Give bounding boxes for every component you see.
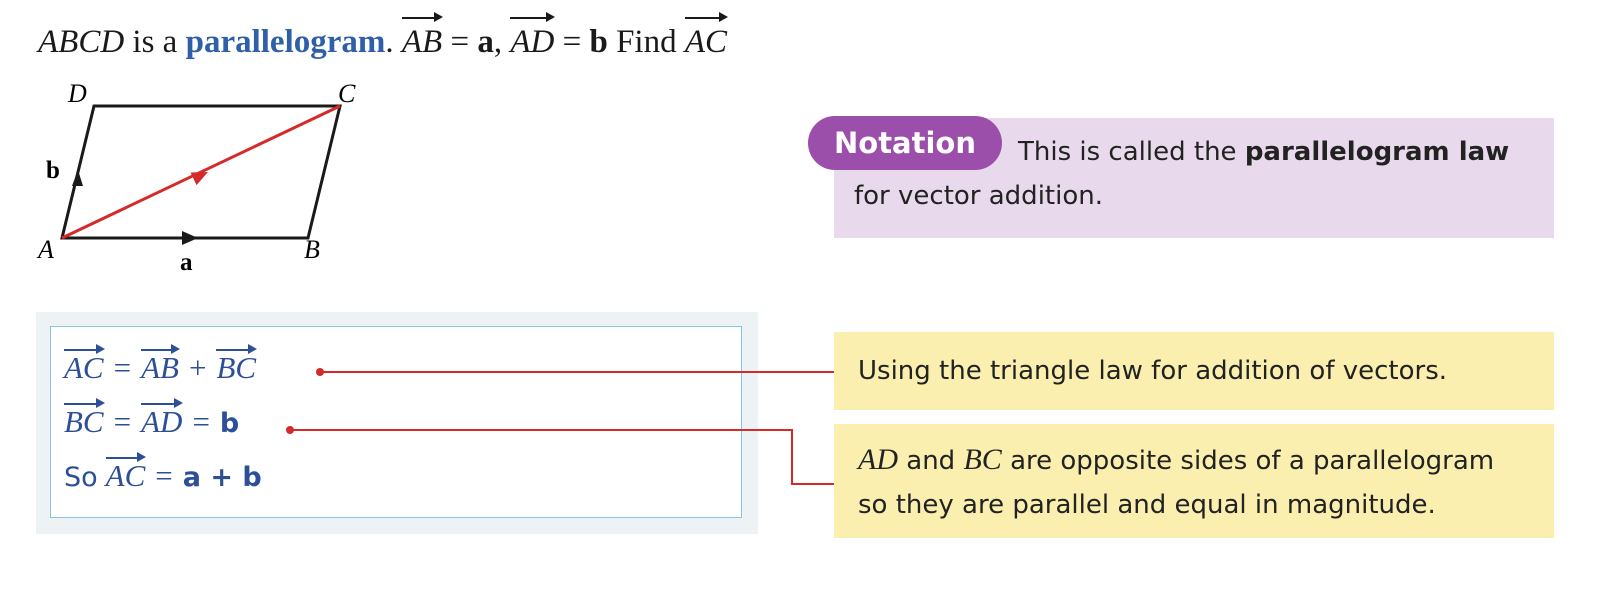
connector-line-2 (290, 429, 834, 485)
question-text: ABCD is a parallelogram. AB = a, AD = b … (38, 12, 729, 68)
working-frame (50, 326, 742, 518)
label-d-vertex: D (67, 79, 87, 108)
equals-sign: = (562, 24, 582, 60)
vector-ab: AB (401, 12, 444, 68)
arrow-a-icon (182, 231, 198, 245)
label-vector-a: a (180, 249, 193, 276)
notation-text-before: This is called the (1018, 137, 1237, 167)
label-vector-b: b (46, 157, 60, 184)
vector-ad: AD (141, 398, 184, 442)
notation-text: This is called the parallelogram law for… (854, 130, 1534, 218)
vector-bc: BC (216, 344, 257, 388)
vector-ac: AC (105, 452, 146, 496)
period: . (385, 24, 394, 60)
working-line-2: BC=AD=b (64, 398, 240, 444)
shape-name: ABCD (38, 24, 125, 60)
equals-sign: = (155, 458, 173, 493)
diagonal-arrow-icon (190, 172, 208, 186)
vector-ab: AB (141, 344, 180, 388)
parallelogram-diagram: A B C D a b (36, 79, 356, 276)
vector-ac: AC (64, 344, 105, 388)
note-opposite-sides: AD and BC are opposite sides of a parall… (834, 424, 1554, 538)
working-line-1: AC= AB+ BC (64, 344, 257, 388)
label-c-vertex: C (338, 79, 356, 108)
keyword-parallelogram[interactable]: parallelogram (185, 24, 386, 60)
equals-sign: = (450, 24, 470, 60)
equals-sign: = (113, 404, 132, 439)
comma: , (493, 24, 503, 60)
notation-tag: Notation (808, 116, 1002, 170)
so-word: So (64, 462, 98, 493)
equals-sign: = (192, 404, 210, 439)
note2-text-2: so they are parallel and equal in magnit… (858, 490, 1436, 520)
vector-b-result: b (219, 408, 240, 439)
and-word: and (906, 446, 956, 476)
note2-text-1: are opposite sides of a parallelogram (1010, 446, 1495, 476)
label-b-vertex: B (304, 235, 320, 264)
find-text: Find (616, 24, 677, 60)
notation-text-after: for vector addition. (854, 181, 1103, 211)
is-a-text: is a (132, 24, 178, 60)
plus-sign: + (188, 350, 207, 385)
vector-b-symbol: b (589, 24, 608, 60)
result-a-plus-b: a + b (182, 462, 262, 493)
side-ad: AD (858, 443, 898, 476)
vector-ac: AC (684, 12, 729, 68)
vector-ad: AD (510, 12, 556, 68)
arrow-b-icon (72, 170, 83, 186)
vector-a-symbol: a (477, 24, 494, 60)
label-a-vertex: A (36, 235, 54, 264)
diagonal-ac (61, 104, 341, 240)
equals-sign: = (113, 350, 132, 385)
notation-term: parallelogram law (1244, 137, 1510, 167)
side-bc: BC (963, 443, 1002, 476)
note-triangle-law: Using the triangle law for addition of v… (834, 332, 1554, 410)
vector-bc: BC (64, 398, 105, 442)
